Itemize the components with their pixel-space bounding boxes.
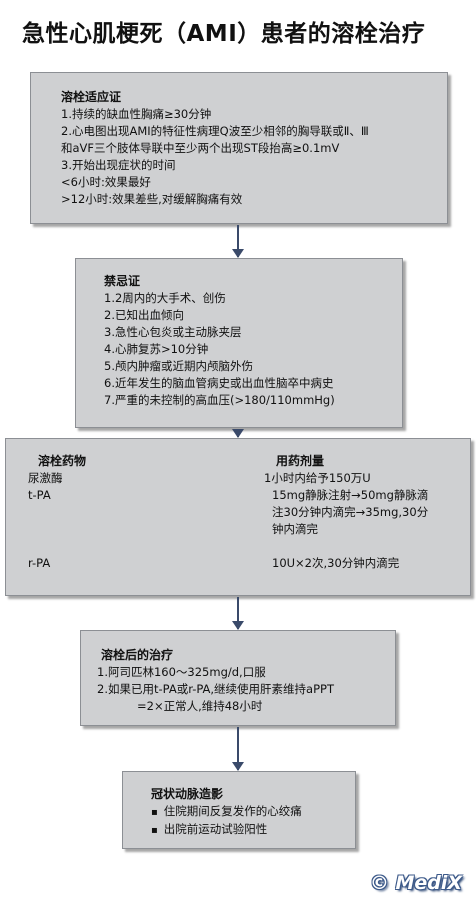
indication-line: 2.心电图出现AMI的特征性病理Q波至少相邻的胸导联或Ⅱ、Ⅲ	[61, 124, 369, 138]
flow-arrow	[232, 727, 244, 771]
post-thrombolysis-box: 溶栓后的治疗 1.阿司匹林160～325mg/d,口服 2.如果已用t-PA或r…	[80, 630, 396, 726]
drugs-box: 溶栓药物 尿激酶 t-PA r-PA 用药剂量 1小时内给予150万U 15mg…	[5, 438, 471, 596]
drug-name: t-PA	[28, 488, 51, 502]
indication-line: <6小时:效果最好	[61, 175, 151, 189]
drug-column-header: 溶栓药物	[38, 454, 87, 468]
flow-arrow	[232, 597, 244, 630]
drug-name: 尿激酶	[28, 471, 63, 485]
dose-line: 钟内滴完	[272, 522, 318, 536]
flow-arrow	[232, 429, 244, 438]
dose-line: 15mg静脉注射→50mg静脉滴	[272, 488, 429, 502]
post-thrombolysis-line: =2×正常人,维持48小时	[137, 699, 263, 713]
indication-line: 3.开始出现症状的时间	[61, 158, 176, 172]
contraindication-line: 4.心肺复苏>10分钟	[104, 342, 209, 356]
angiography-item: 住院期间反复发作的心绞痛	[151, 803, 355, 821]
dose-line: 10U×2次,30分钟内滴完	[272, 556, 400, 570]
post-thrombolysis-line: 2.如果已用t-PA或r-PA,继续使用肝素维持aPPT	[97, 682, 335, 696]
post-thrombolysis-line: 1.阿司匹林160～325mg/d,口服	[97, 665, 266, 679]
dose-column-header: 用药剂量	[276, 454, 325, 468]
contraindication-line: 1.2周内的大手术、创伤	[104, 291, 226, 305]
drug-name: r-PA	[28, 556, 51, 570]
contraindication-line: 2.已知出血倾向	[104, 308, 184, 322]
dose-line: 1小时内给予150万U	[264, 471, 371, 485]
indication-line: 1.持续的缺血性胸痛≥30分钟	[61, 107, 212, 121]
post-thrombolysis-heading: 溶栓后的治疗	[101, 648, 174, 662]
indications-heading: 溶栓适应证	[61, 90, 122, 104]
page-title: 急性心肌梗死（AMI）患者的溶栓治疗	[22, 21, 426, 47]
contraindication-line: 6.近年发生的脑血管病史或出血性脑卒中病史	[104, 376, 334, 390]
contraindication-line: 7.严重的未控制的高血压(>180/110mmHg)	[104, 393, 335, 407]
flow-arrow	[232, 225, 244, 258]
contraindication-line: 5.颅内肿瘤或近期内颅脑外伤	[104, 359, 253, 373]
contraindications-heading: 禁忌证	[104, 274, 141, 288]
indication-line: 和aVF三个肢体导联中至少两个出现ST段抬高≥0.1mV	[61, 141, 340, 155]
indications-box: 溶栓适应证 1.持续的缺血性胸痛≥30分钟 2.心电图出现AMI的特征性病理Q波…	[30, 72, 448, 224]
drug-column: 溶栓药物 尿激酶 t-PA r-PA	[28, 453, 86, 572]
dose-column: 用药剂量 1小时内给予150万U 15mg静脉注射→50mg静脉滴 注30分钟内…	[264, 453, 428, 572]
angiography-item: 出院前运动试验阳性	[151, 821, 355, 839]
dose-line: 注30分钟内滴完→35mg,30分	[272, 505, 429, 519]
dose-spacer	[264, 538, 428, 555]
angiography-box: 冠状动脉造影 住院期间反复发作的心绞痛 出院前运动试验阳性	[122, 771, 356, 849]
indication-line: >12小时:效果差些,对缓解胸痛有效	[61, 192, 243, 206]
drug-spacer	[28, 504, 86, 555]
contraindication-line: 3.急性心包炎或主动脉夹层	[104, 325, 242, 339]
angiography-heading: 冠状动脉造影	[151, 787, 224, 801]
medix-logo: © MediX	[369, 872, 462, 894]
contraindications-box: 禁忌证 1.2周内的大手术、创伤 2.已知出血倾向 3.急性心包炎或主动脉夹层 …	[75, 258, 403, 428]
